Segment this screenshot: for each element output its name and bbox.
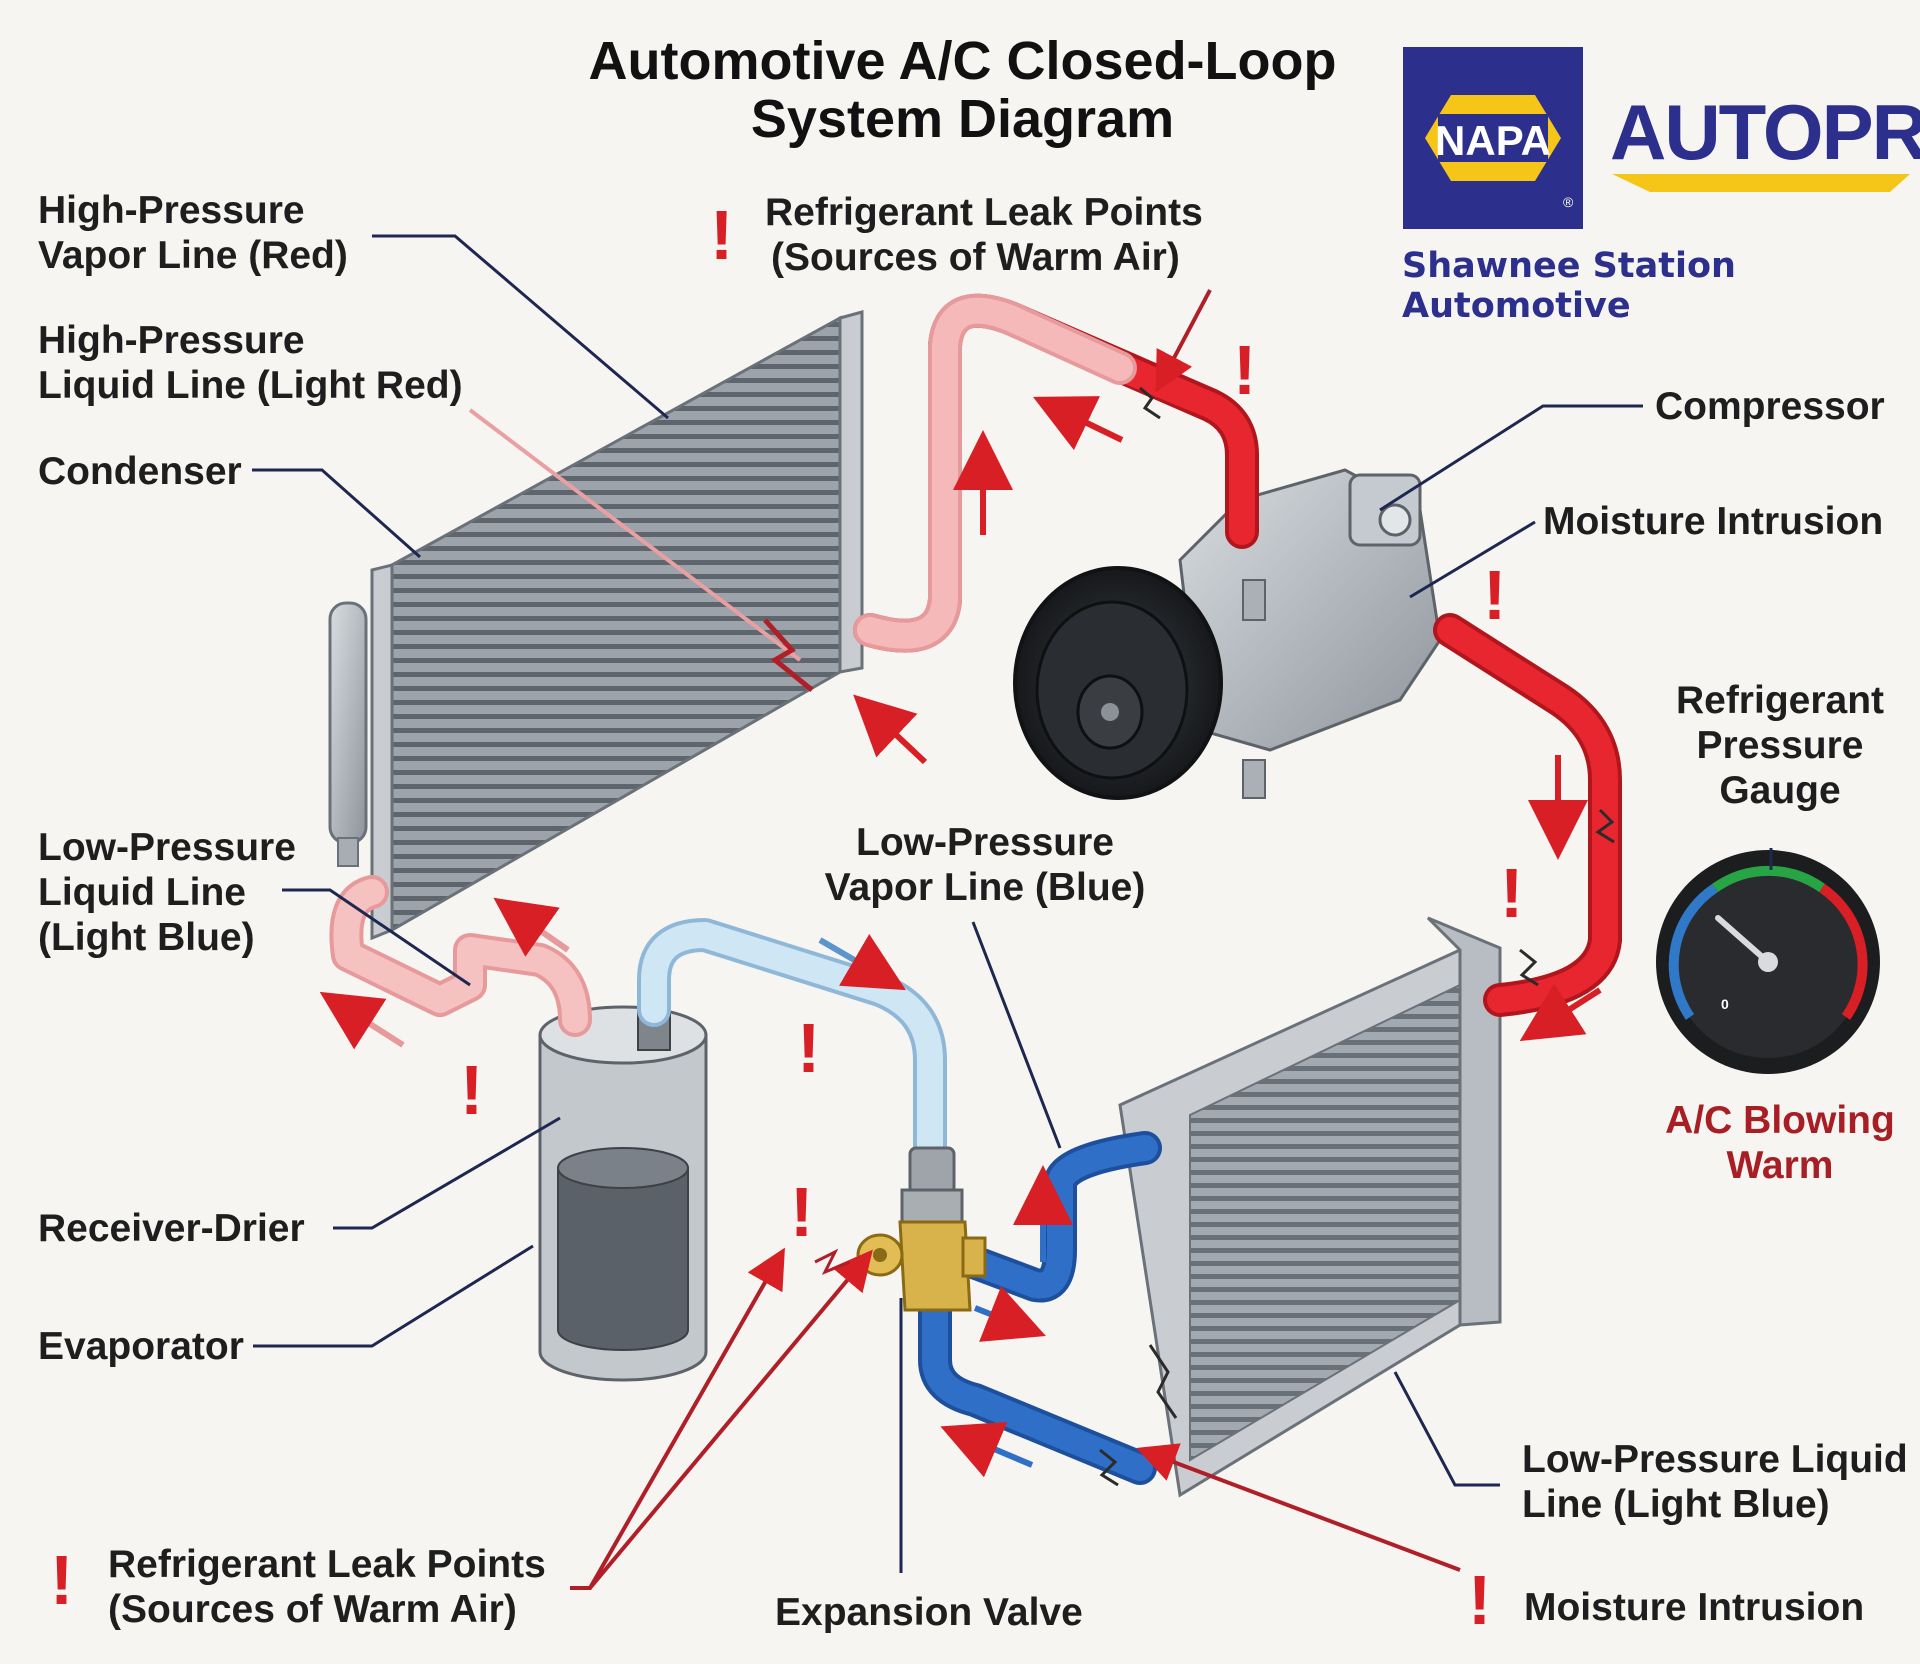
leader-lp-liquid-left — [282, 888, 471, 987]
gauge-zero-mark: 0 — [1721, 996, 1729, 1012]
leader-leak-top — [1155, 289, 1212, 393]
label-line: High-Pressure — [38, 319, 305, 362]
label-line: Liquid Line (Light Red) — [38, 364, 463, 407]
label-ac-blowing-warm: A/C Blowing Warm — [1640, 1098, 1920, 1188]
crack-symbols — [763, 386, 1615, 1487]
label-line: Low-Pressure — [856, 821, 1114, 864]
label-condenser: Condenser — [38, 450, 242, 493]
warning-icon: ! — [710, 196, 734, 274]
leader-evaporator — [253, 1244, 534, 1348]
leader-lp-vapor — [971, 921, 1062, 1149]
label-line: Line (Light Blue) — [1522, 1483, 1830, 1526]
label-expansion-valve: Expansion Valve — [775, 1591, 1083, 1634]
autopro-text: AUTOPRO — [1610, 88, 1920, 176]
flow-arrow — [1032, 396, 1124, 451]
expansion-valve — [856, 1146, 987, 1312]
flow-arrow — [493, 897, 570, 957]
flow-arrow — [319, 991, 405, 1050]
leader-receiver-drier — [333, 1116, 561, 1230]
leader-lines — [252, 234, 1773, 1573]
leader-hp-vapor — [372, 234, 669, 420]
label-line: Warm — [1726, 1144, 1834, 1187]
autopro-wordmark: AUTOPRO — [1610, 88, 1920, 192]
label-leak-points-bottom: Refrigerant Leak Points (Sources of Warm… — [108, 1542, 546, 1632]
warning-icon: ! — [1233, 331, 1257, 409]
label-line: (Sources of Warm Air) — [771, 236, 1180, 279]
label-line: Liquid Line — [38, 871, 246, 914]
label-lp-liquid-line-right: Low-Pressure Liquid Line (Light Blue) — [1522, 1437, 1908, 1527]
page-title: Automotive A/C Closed-Loop System Diagra… — [560, 32, 1365, 148]
pressure-gauge — [1656, 850, 1880, 1074]
leader-hp-liquid — [468, 408, 802, 662]
label-line: Pressure — [1696, 724, 1864, 767]
label-leak-points-top: Refrigerant Leak Points (Sources of Warm… — [765, 190, 1203, 280]
warning-icon: ! — [50, 1541, 74, 1619]
flow-arrow — [973, 1286, 1046, 1342]
label-evaporator: Evaporator — [38, 1325, 244, 1368]
flow-arrow — [1519, 983, 1602, 1042]
receiver-drier-tank — [538, 1005, 708, 1382]
shop-name: Shawnee Station Automotive — [1402, 246, 1736, 326]
label-line: Refrigerant — [1675, 679, 1885, 722]
registered-mark: ® — [1563, 194, 1574, 210]
label-moisture-intrusion-top: Moisture Intrusion — [1543, 500, 1884, 543]
condenser — [328, 310, 864, 941]
label-line: A/C Blowing — [1665, 1099, 1895, 1142]
leader-moisture-top — [1409, 520, 1536, 599]
leader-leak-bottom-2 — [588, 1249, 873, 1590]
warning-icon: ! — [460, 1051, 484, 1129]
label-line: Low-Pressure Liquid — [1522, 1438, 1908, 1481]
label-pressure-gauge: Refrigerant Pressure Gauge — [1640, 678, 1920, 813]
warning-icon: ! — [1500, 854, 1524, 932]
leader-condenser — [252, 468, 421, 559]
label-line: (Light Blue) — [38, 916, 255, 959]
label-receiver-drier: Receiver-Drier — [38, 1207, 305, 1250]
red-leader-lines — [468, 289, 1461, 1590]
napa-text: NAPA — [1435, 117, 1551, 164]
napa-badge-icon: NAPA ® — [1425, 95, 1574, 210]
title-line-1: Automotive A/C Closed-Loop — [588, 31, 1337, 91]
label-hp-vapor-line: High-Pressure Vapor Line (Red) — [38, 188, 348, 278]
warning-icon: ! — [1468, 1561, 1492, 1639]
napa-logo: NAPA ® — [1403, 47, 1583, 229]
flow-arrow — [818, 933, 906, 991]
label-line: (Sources of Warm Air) — [108, 1588, 517, 1631]
label-line: High-Pressure — [38, 189, 305, 232]
title-line-2: System Diagram — [750, 89, 1175, 149]
label-lp-vapor-line: Low-Pressure Vapor Line (Blue) — [820, 820, 1150, 910]
leader-compressor — [1379, 404, 1643, 512]
label-line: Gauge — [1719, 769, 1841, 812]
leader-lp-liquid-right — [1393, 1371, 1500, 1487]
evaporator-core — [1118, 916, 1502, 1498]
label-hp-liquid-line: High-Pressure Liquid Line (Light Red) — [38, 318, 463, 408]
flow-arrow — [940, 1422, 1034, 1478]
leader-moisture-bottom — [1136, 1443, 1461, 1572]
label-lp-liquid-line-left: Low-Pressure Liquid Line (Light Blue) — [38, 825, 296, 960]
label-moisture-intrusion-bottom: Moisture Intrusion — [1524, 1586, 1865, 1629]
label-line: Low-Pressure — [38, 826, 296, 869]
autopro-underline-icon — [1612, 174, 1910, 192]
flow-arrow — [853, 694, 928, 765]
label-line: Refrigerant Leak Points — [108, 1543, 546, 1586]
label-line: Vapor Line (Blue) — [824, 866, 1146, 909]
warning-icon: ! — [790, 1173, 814, 1251]
label-compressor: Compressor — [1655, 385, 1885, 428]
flow-arrows — [319, 396, 1602, 1478]
warning-icon: ! — [797, 1009, 821, 1087]
label-line: Refrigerant Leak Points — [765, 191, 1203, 234]
warning-icon: ! — [1483, 556, 1507, 634]
label-line: Vapor Line (Red) — [38, 234, 348, 277]
